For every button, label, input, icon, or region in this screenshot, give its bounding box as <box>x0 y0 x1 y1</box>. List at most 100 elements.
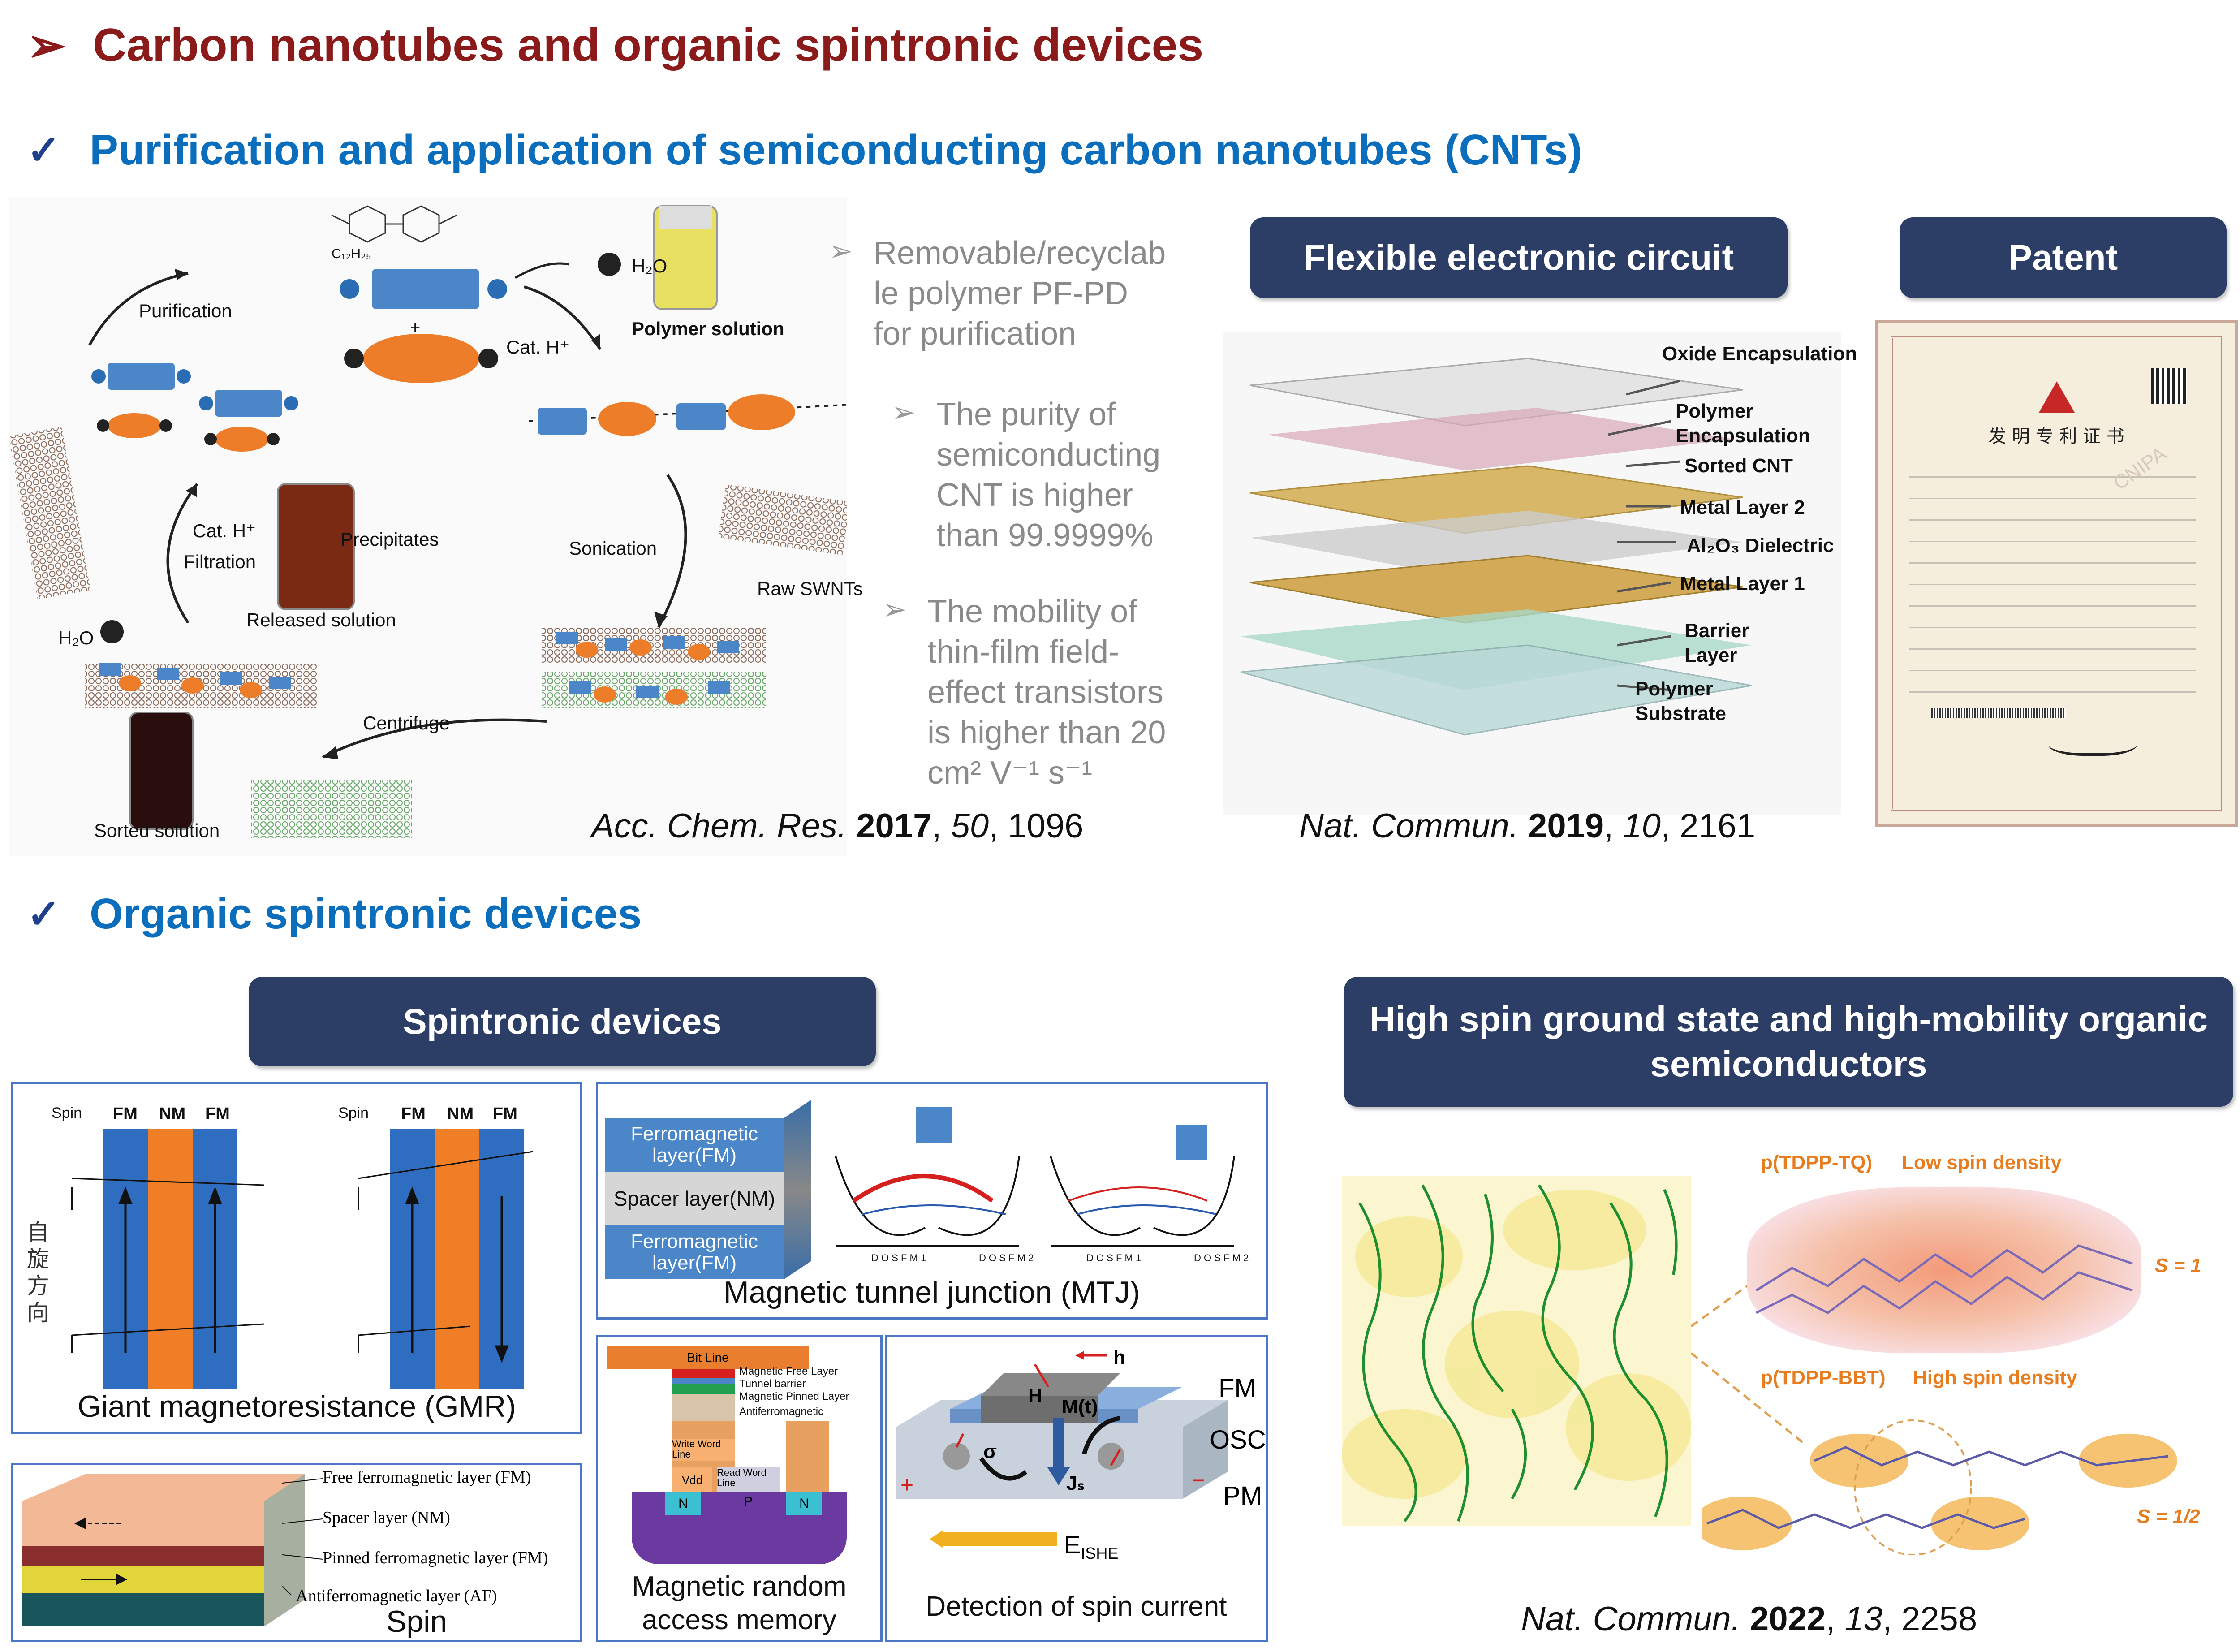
mram-caption-2: access memory <box>642 1605 837 1635</box>
section-heading-cnt: ✓ Purification and application of semico… <box>0 125 1582 175</box>
flexible-circuit-figure: Oxide Encapsulation Polymer Encapsulatio… <box>1223 332 1857 815</box>
main-title: ➢ Carbon nanotubes and organic spintroni… <box>27 18 1203 73</box>
mtj-dosfm2-a: D O S F M 2 <box>979 1252 1034 1264</box>
bullet-polymer-text: Removable/recyclab le polymer PF-PD for … <box>874 235 1166 352</box>
label-raw-swnts: Raw SWNTs <box>757 578 863 599</box>
layer-al2o3: Al₂O₃ Dielectric <box>1687 535 1834 556</box>
bullet-purity: ➢ The purity of semiconducting CNT is hi… <box>892 394 1187 556</box>
gmr-caption: Giant magnetoresistance (GMR) <box>78 1389 516 1423</box>
mram-read-word: Read Word Line <box>717 1467 780 1492</box>
citation-nat-commun-2019: Nat. Commun. 2019, 10, 2161 <box>1299 807 1756 845</box>
gmr-spin-label-2: Spin <box>338 1104 369 1121</box>
mram-bit-line: Bit Line <box>607 1346 809 1369</box>
cite2-journal: Nat. Commun. <box>1299 807 1519 845</box>
detect-sigma: σ <box>983 1441 997 1462</box>
detect-minus: − <box>1192 1468 1205 1493</box>
mram-free-layer-block <box>672 1369 735 1378</box>
label-sonication: Sonication <box>569 538 657 559</box>
mram-p: P <box>744 1494 753 1509</box>
detect-eishe-base: E <box>1064 1531 1081 1559</box>
cite2-year: 2019 <box>1528 807 1604 845</box>
polymer-bbt-structure <box>1693 1411 2177 1556</box>
spin-layers-graphic <box>22 1474 323 1626</box>
label-plus: + <box>410 318 421 338</box>
cite3-page: 2258 <box>1901 1600 1977 1638</box>
patent-cert-title: 发 明 专 利 证 书 <box>1988 426 2124 447</box>
polymer-tq-name: p(TDPP-TQ) <box>1761 1152 1873 1173</box>
mram-pinned-block <box>672 1384 735 1394</box>
cite2-volume: 10 <box>1623 807 1661 845</box>
bullet-arrow-icon: ➢ <box>883 593 907 625</box>
label-cat-h: Cat. H⁺ <box>506 336 570 358</box>
mram-panel: Bit Line Magnetic Free Layer Tunnel barr… <box>596 1335 883 1642</box>
bullet-mobility: ➢ The mobility of thin-film field-effect… <box>883 591 1192 793</box>
pill-high-spin: High spin ground state and high-mobility… <box>1344 977 2233 1107</box>
cite1-volume: 50 <box>951 807 989 845</box>
section-heading-cnt-text: Purification and application of semicond… <box>90 126 1582 174</box>
mtj-dosfm2-b: D O S F M 2 <box>1194 1252 1249 1264</box>
cite2-page: 2161 <box>1680 807 1756 845</box>
spin-s12: S = 1/2 <box>2137 1505 2200 1527</box>
label-centrifuge: Centrifuge <box>363 712 450 733</box>
layer-metal-1: Metal Layer 1 <box>1680 573 1805 595</box>
citation-acc-chem-res: Acc. Chem. Res. 2017, 50, 1096 <box>591 807 1084 845</box>
detect-h-field: h <box>1113 1346 1125 1368</box>
mram-vdd: Vdd <box>672 1467 712 1492</box>
gmr-fm-2: FM <box>205 1104 230 1123</box>
pill-spintronic-devices: Spintronic devices <box>249 977 876 1066</box>
gmr-graphic <box>71 1129 534 1389</box>
check-icon: ✓ <box>27 892 61 937</box>
mtj-stack: Ferromagnetic layer(FM) Spacer layer(NM)… <box>605 1100 815 1302</box>
detect-caption: Detection of spin current <box>926 1591 1227 1622</box>
label-released-solution: Released solution <box>246 609 396 630</box>
cite1-journal: Acc. Chem. Res. <box>591 807 847 845</box>
spin-layers-panel: Free ferromagnetic layer (FM) Spacer lay… <box>11 1463 582 1642</box>
morphology-graphic <box>1342 1184 1691 1522</box>
cite3-volume: 13 <box>1844 1600 1882 1638</box>
mtj-caption: Magnetic tunnel junction (MTJ) <box>724 1275 1140 1309</box>
spin-caption: Spin <box>386 1605 448 1639</box>
cite1-page: 1096 <box>1008 807 1084 845</box>
label-precipitates: Precipitates <box>340 529 439 550</box>
mtj-dos-graphic <box>835 1107 1235 1247</box>
gmr-nm-2: NM <box>447 1104 474 1123</box>
mram-free-layer: Magnetic Free Layer <box>739 1365 838 1377</box>
scheme-graphic <box>9 205 879 838</box>
layer-oxide: Oxide Encapsulation <box>1662 343 1857 365</box>
mram-tunnel-block <box>672 1378 735 1384</box>
detect-pm: PM <box>1223 1481 1262 1510</box>
detect-eishe: EISHE <box>1064 1530 1118 1563</box>
pill-patent: Patent <box>1900 217 2227 298</box>
gmr-panel: Spin FM NM FM Spin FM NM FM 自旋方向 Giant m… <box>11 1082 582 1434</box>
gmr-fm-4: FM <box>493 1104 517 1123</box>
cnt-purification-scheme: Purification Cat. H⁺ C₁₂H₂₅ + H₂O Polyme… <box>9 197 879 856</box>
section-heading-spintronics-text: Organic spintronic devices <box>90 890 642 938</box>
bullet-arrow-icon: ➢ <box>892 396 916 428</box>
layer-af: Antiferromagnetic layer (AF) <box>296 1587 497 1605</box>
mtj-panel: Ferromagnetic layer(FM) Spacer layer(NM)… <box>596 1082 1268 1320</box>
mram-antiferro: Antiferromagnetic <box>739 1406 824 1418</box>
label-h2o: H₂O <box>632 255 668 276</box>
mram-n-right: N <box>786 1492 822 1515</box>
patent-text-lines <box>1909 462 2196 713</box>
cite1-year: 2017 <box>856 807 932 845</box>
bullet-mobility-text: The mobility of thin-film field-effect t… <box>927 594 1166 791</box>
bullet-purity-text: The purity of semiconducting CNT is high… <box>936 397 1161 553</box>
detect-js: Jₛ <box>1066 1472 1085 1494</box>
polymer-morphology-image <box>1342 1176 1691 1526</box>
layer-metal-2: Metal Layer 2 <box>1680 496 1805 518</box>
detect-fm: FM <box>1219 1374 1256 1403</box>
label-purification: Purification <box>139 300 232 321</box>
mram-af-block <box>672 1394 735 1421</box>
label-filtration: Filtration <box>184 551 256 572</box>
layer-pinned-fm: Pinned ferromagnetic layer (FM) <box>323 1548 548 1567</box>
cite3-journal: Nat. Commun. <box>1521 1600 1740 1638</box>
layer-barrier: Barrier Layer <box>1684 620 1749 666</box>
section-heading-spintronics: ✓ Organic spintronic devices <box>0 889 642 939</box>
mtj-spacer: Spacer layer(NM) <box>605 1172 784 1225</box>
layer-free-fm: Free ferromagnetic layer (FM) <box>323 1468 531 1487</box>
mram-n-left: N <box>665 1492 701 1515</box>
mram-tunnel-barrier: Tunnel barrier <box>739 1378 806 1390</box>
spin-s1: S = 1 <box>2155 1255 2201 1277</box>
gmr-nm-1: NM <box>159 1104 186 1123</box>
